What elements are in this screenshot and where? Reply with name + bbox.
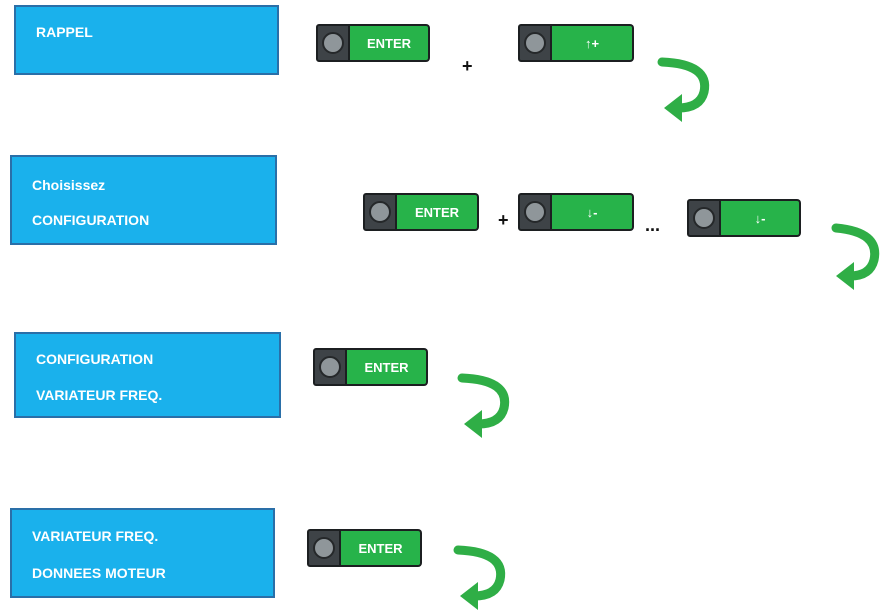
- step-box-configuration-variateur: CONFIGURATION VARIATEUR FREQ.: [14, 332, 281, 418]
- enter-key[interactable]: ENTER: [307, 529, 422, 567]
- down-key[interactable]: ↓-: [687, 199, 801, 237]
- enter-key[interactable]: ENTER: [316, 24, 430, 62]
- next-step-arrow-icon: [657, 57, 710, 122]
- enter-key-label: ENTER: [347, 348, 428, 386]
- step-label: Choisissez: [32, 177, 106, 193]
- key-knob-icon: [316, 24, 350, 62]
- step-box-variateur-donnees-moteur: VARIATEUR FREQ. DONNEES MOTEUR: [10, 508, 275, 598]
- step-label: VARIATEUR FREQ.: [36, 387, 163, 403]
- step-label: VARIATEUR FREQ.: [32, 528, 159, 544]
- enter-key-label: ENTER: [341, 529, 422, 567]
- step-label: CONFIGURATION: [32, 212, 150, 228]
- key-knob-icon: [363, 193, 397, 231]
- enter-key-label: ENTER: [397, 193, 479, 231]
- next-step-arrow-icon: [831, 223, 880, 290]
- enter-key-label: ENTER: [350, 24, 430, 62]
- key-knob-icon: [687, 199, 721, 237]
- ellipsis-separator: ...: [645, 215, 661, 235]
- step-label: CONFIGURATION: [36, 351, 154, 367]
- down-key-label: ↓-: [721, 199, 801, 237]
- step-label: RAPPEL: [36, 24, 93, 40]
- down-key[interactable]: ↓-: [518, 193, 634, 231]
- key-knob-icon: [518, 24, 552, 62]
- down-key-label: ↓-: [552, 193, 634, 231]
- enter-key[interactable]: ENTER: [313, 348, 428, 386]
- key-knob-icon: [307, 529, 341, 567]
- key-knob-icon: [518, 193, 552, 231]
- enter-key[interactable]: ENTER: [363, 193, 479, 231]
- key-knob-icon: [313, 348, 347, 386]
- plus-separator: +: [462, 56, 473, 76]
- up-key[interactable]: ↑+: [518, 24, 634, 62]
- up-key-label: ↑+: [552, 24, 634, 62]
- next-step-arrow-icon: [457, 373, 510, 438]
- next-step-arrow-icon: [453, 545, 506, 610]
- step-label: DONNEES MOTEUR: [32, 565, 166, 581]
- step-box-rappel: RAPPEL: [14, 5, 279, 75]
- plus-separator: +: [498, 210, 509, 230]
- step-box-choisissez-configuration: Choisissez CONFIGURATION: [10, 155, 277, 245]
